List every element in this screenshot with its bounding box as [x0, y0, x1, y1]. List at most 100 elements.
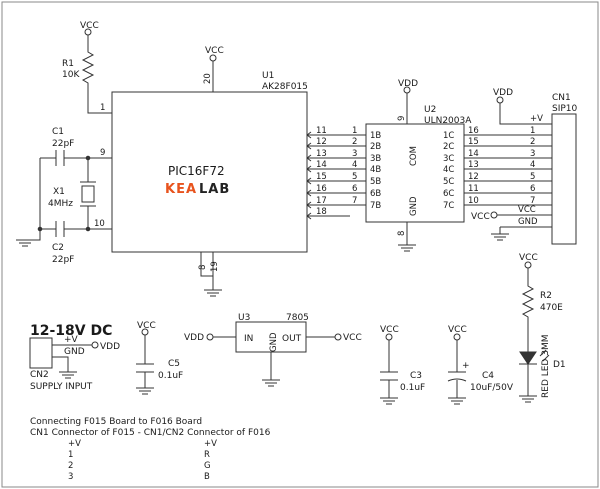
x1-crystal	[80, 158, 96, 229]
c1-ref: C1	[52, 127, 64, 137]
u2-out-pin-number: 13	[468, 160, 479, 170]
u3-in-label: IN	[244, 334, 253, 344]
c4-polarity: +	[462, 361, 470, 371]
ground-symbol-u3	[262, 379, 280, 387]
svg-text:VDD: VDD	[398, 79, 418, 89]
supply-title: 12-18V DC	[30, 323, 112, 339]
u1-out-pin-number: 15	[316, 172, 327, 182]
vcc-symbol-c4: VCC	[448, 325, 467, 341]
u2-in-pin-number: 7	[352, 196, 357, 206]
u2-in-pin-number: 5	[352, 172, 357, 182]
ground-symbol-osc	[16, 239, 34, 247]
c4-capacitor	[447, 371, 467, 382]
svg-text:VCC: VCC	[448, 325, 467, 335]
svg-text:VCC: VCC	[205, 46, 224, 56]
u1-out-pin-number: 18	[316, 207, 327, 217]
ground-symbol-c5	[136, 387, 154, 395]
svg-text:VCC: VCC	[380, 325, 399, 335]
u2-pin-gnd: 8	[397, 231, 407, 236]
r2-value: 470E	[540, 303, 563, 313]
u2-out-label: 6C	[443, 189, 454, 199]
c3-value: 0.1uF	[400, 383, 425, 393]
cn2-gnd-label: GND	[64, 347, 85, 357]
cn1-pin-number: 7	[530, 196, 535, 206]
svg-text:VCC: VCC	[519, 253, 538, 263]
u1-pin-vcc: 20	[203, 73, 213, 84]
cn1-pin-number: 3	[530, 149, 535, 159]
u2-in-label: 1B	[370, 131, 381, 141]
u3-out-label: OUT	[282, 334, 302, 344]
cn2-connector-body	[29, 337, 53, 369]
cn1-type: SIP10	[552, 104, 578, 114]
c4-value: 10uF/50V	[470, 383, 514, 393]
u1-out-pin-number: 16	[316, 184, 327, 194]
ground-symbol-d1	[519, 395, 537, 403]
svg-text:VDD: VDD	[184, 333, 204, 343]
u3-ref: U3	[238, 313, 250, 323]
r2-resistor	[521, 268, 535, 352]
cn1-vplus-wire	[499, 103, 552, 125]
u2-com-label: COM	[409, 146, 419, 166]
u1-pin-19: 19	[210, 261, 220, 272]
u1-out-pin-number: 11	[316, 126, 327, 136]
vcc-symbol-u3: VCC	[334, 333, 362, 343]
u2-gnd-label: GND	[409, 196, 419, 216]
u2-out-label: 5C	[443, 177, 454, 187]
notes-f016-pin: G	[204, 461, 211, 471]
u2-out-label: 1C	[443, 131, 454, 141]
u2-ref: U2	[424, 105, 436, 115]
vcc-symbol-c3: VCC	[380, 325, 399, 341]
u2-out-label: 7C	[443, 201, 454, 211]
c5-capacitor	[136, 363, 154, 373]
notes-f016-pin: +V	[204, 439, 217, 449]
cn1-pin-number: 1	[530, 126, 535, 136]
notes-f016-pin: R	[204, 450, 210, 460]
u2-in-label: 5B	[370, 177, 381, 187]
c4-ref: C4	[482, 371, 494, 381]
u1-pin-9: 9	[100, 148, 105, 158]
u2-out-pin-number: 10	[468, 196, 479, 206]
u2-in-label: 7B	[370, 201, 381, 211]
notes-f015-pin: 1	[68, 450, 73, 460]
u1-pin-10: 10	[94, 219, 105, 229]
u2-out-pin-number: 15	[468, 137, 479, 147]
vdd-symbol-u2: VDD	[398, 79, 418, 94]
kealab-logo-lab: LAB	[199, 182, 230, 197]
x1-value: 4MHz	[48, 199, 73, 209]
c5-value: 0.1uF	[158, 371, 183, 381]
vdd-symbol-u3: VDD	[184, 333, 214, 343]
vcc-symbol-c5: VCC	[137, 321, 156, 336]
ground-symbol-cn1	[491, 233, 509, 241]
vcc-symbol-r2: VCC	[519, 253, 538, 269]
r1-value: 10K	[62, 70, 80, 80]
cn1-connector-body	[551, 113, 577, 245]
u2-in-pin-number: 4	[352, 160, 357, 170]
u2-in-pin-number: 1	[352, 126, 357, 136]
c2-value: 22pF	[52, 255, 74, 265]
svg-text:VCC: VCC	[343, 333, 362, 343]
vcc-symbol-r1: VCC	[80, 21, 99, 36]
cn1-pin-number: 2	[530, 137, 535, 147]
x1-ref: X1	[53, 187, 65, 197]
d1-ref: D1	[553, 360, 566, 370]
u2-chip-body	[365, 123, 465, 223]
cn1-ref: CN1	[552, 93, 571, 103]
ground-symbol-c4	[448, 397, 466, 405]
vdd-symbol-cn1: VDD	[493, 88, 513, 104]
cn1-pin-number: 5	[530, 172, 535, 182]
u2-part: ULN2003A	[424, 116, 472, 126]
cn2-ref: CN2	[30, 370, 49, 380]
c3-capacitor	[380, 371, 398, 381]
r2-ref: R2	[540, 291, 552, 301]
notes-f015-pin: +V	[68, 439, 81, 449]
u1-chip-name: PIC16F72	[168, 164, 225, 178]
ground-symbol-cn2	[59, 371, 77, 379]
notes-line-1: Connecting F015 Board to F016 Board	[30, 417, 202, 427]
cn1-vplus-label: +V	[530, 114, 543, 124]
notes-f015-pin: 2	[68, 461, 73, 471]
ground-symbol-u2	[398, 244, 416, 252]
u2-out-label: 3C	[443, 154, 454, 164]
